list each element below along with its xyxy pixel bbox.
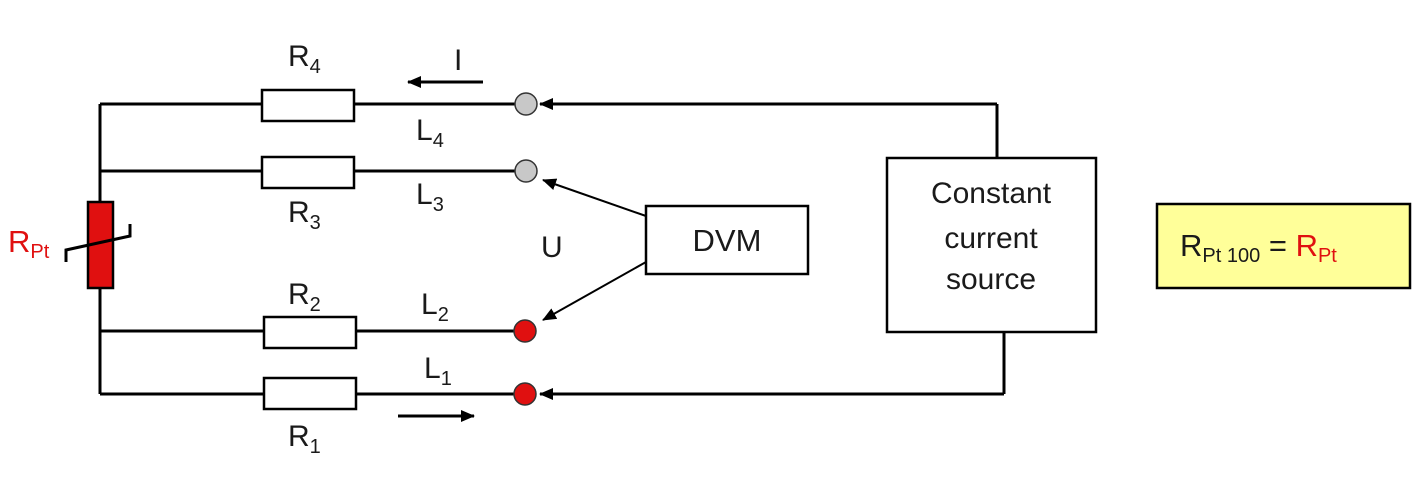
formula-eq: = [1260, 228, 1295, 263]
label-voltage: U [541, 231, 563, 264]
label-l1: L1 [424, 352, 452, 390]
resistor-r2 [262, 315, 358, 350]
label-r2: R2 [288, 278, 321, 316]
label-r1: R1 [288, 420, 321, 458]
formula-box [1155, 202, 1412, 290]
current-source-label-line2: current [944, 222, 1038, 255]
dvm-sense-lines [542, 178, 647, 321]
formula-lhs-sub: Pt 100 [1202, 245, 1260, 267]
current-source-label-line1: Constant [931, 177, 1052, 210]
pt-sensor-variable-line [64, 224, 132, 262]
label-r4: R4 [288, 40, 321, 78]
current-source-box [885, 156, 1098, 334]
terminal-l3 [514, 159, 538, 183]
label-r3: R3 [288, 196, 321, 234]
terminal-l2 [513, 319, 537, 343]
formula-text: RPt 100 = RPt [1180, 228, 1337, 267]
dvm-label: DVM [693, 223, 762, 258]
resistor-r1 [262, 376, 358, 411]
dvm-box [644, 204, 810, 276]
formula-rhs-main: R [1296, 228, 1318, 263]
label-l3: L3 [416, 178, 444, 216]
formula-lhs-main: R [1180, 228, 1202, 263]
resistor-r4 [260, 88, 356, 123]
terminal-l1 [513, 382, 537, 406]
wires [98, 98, 1006, 400]
label-rpt: RPt [8, 224, 50, 263]
dvm-arrow-to-l2 [542, 261, 647, 321]
current-source-label-line3: source [946, 263, 1036, 296]
label-l4: L4 [416, 114, 444, 152]
resistor-r3 [260, 155, 356, 190]
terminal-l4 [514, 92, 538, 116]
pt-sensor [64, 200, 132, 290]
label-current: I [454, 44, 462, 77]
label-l2: L2 [421, 288, 449, 326]
formula-rhs-sub: Pt [1318, 245, 1337, 267]
dvm-arrow-to-l3 [542, 178, 647, 217]
